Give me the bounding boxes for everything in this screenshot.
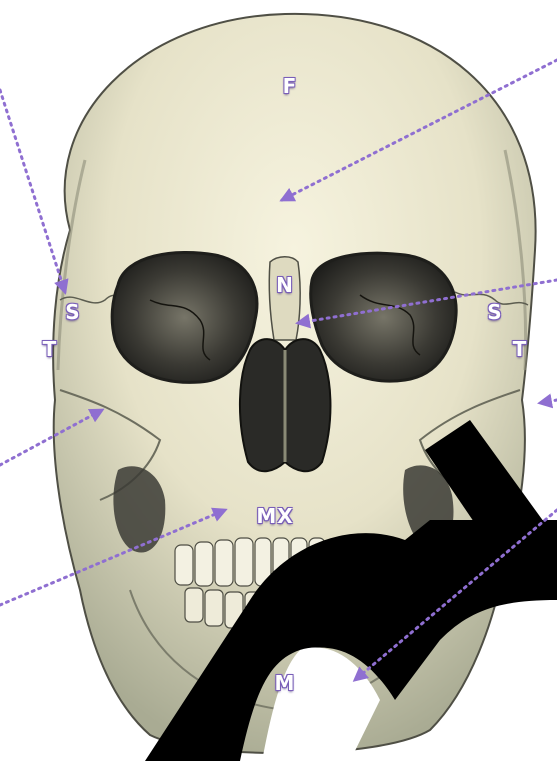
label-frontal: F xyxy=(283,76,298,96)
right-orbit xyxy=(311,253,456,381)
label-maxilla: MX xyxy=(256,506,293,526)
label-sphenoid-right: S xyxy=(487,302,502,322)
label-nasal: N xyxy=(276,275,294,295)
arrow-sphenoid-left xyxy=(0,90,65,292)
label-temporal-right: T xyxy=(513,339,528,359)
nasal-bone xyxy=(269,257,300,340)
label-temporal-left: T xyxy=(43,339,58,359)
label-mandible: M xyxy=(275,673,296,693)
arrow-zygomatic-right xyxy=(540,400,557,403)
label-sphenoid-left: S xyxy=(65,302,80,322)
left-orbit xyxy=(112,253,257,383)
